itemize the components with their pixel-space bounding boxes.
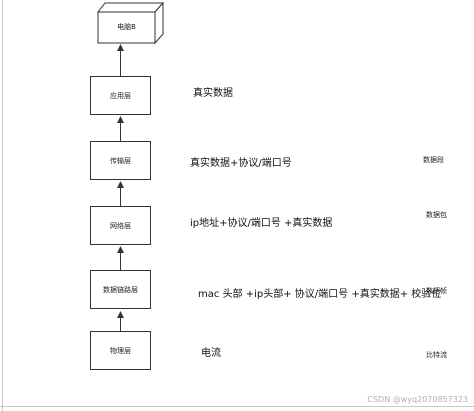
layer-content-network: ip地址+协议/端口号 +真实数据 — [190, 218, 333, 229]
arrow-physical-to-datalink — [117, 311, 124, 331]
computer-cube-icon — [96, 1, 165, 45]
layer-unit-network: 数据包 — [426, 211, 447, 219]
layer-box-transport: 传输层 — [90, 141, 151, 180]
layer-content-physical: 电流 — [201, 348, 221, 359]
arrow-transport-to-app — [117, 116, 124, 141]
layer-content-datalink: mac 头部 +ip头部+ 协议/端口号 +真实数据+ 校验位 — [198, 289, 442, 300]
computer-b-label: 电脑B — [117, 23, 136, 31]
layer-content-transport: 真实数据+协议/端口号 — [190, 158, 292, 169]
layer-box-physical: 物理层 — [90, 331, 151, 370]
bottom-edge-line — [0, 406, 474, 407]
layer-box-datalink: 数据链路层 — [90, 270, 151, 309]
arrow-network-to-transport — [117, 181, 124, 206]
left-edge-line — [2, 0, 3, 411]
arrow-datalink-to-network — [117, 246, 124, 270]
arrow-app-to-computer — [117, 44, 124, 76]
layer-content-application: 真实数据 — [193, 88, 233, 99]
layer-unit-physical: 比特流 — [426, 351, 447, 359]
layer-unit-datalink: 数据帧 — [426, 287, 447, 295]
layer-box-application: 应用层 — [90, 76, 151, 115]
csdn-watermark: CSDN @wyq2070857323 — [367, 395, 468, 404]
layer-unit-transport: 数据段 — [423, 156, 444, 164]
layer-box-network: 网络层 — [90, 206, 151, 245]
